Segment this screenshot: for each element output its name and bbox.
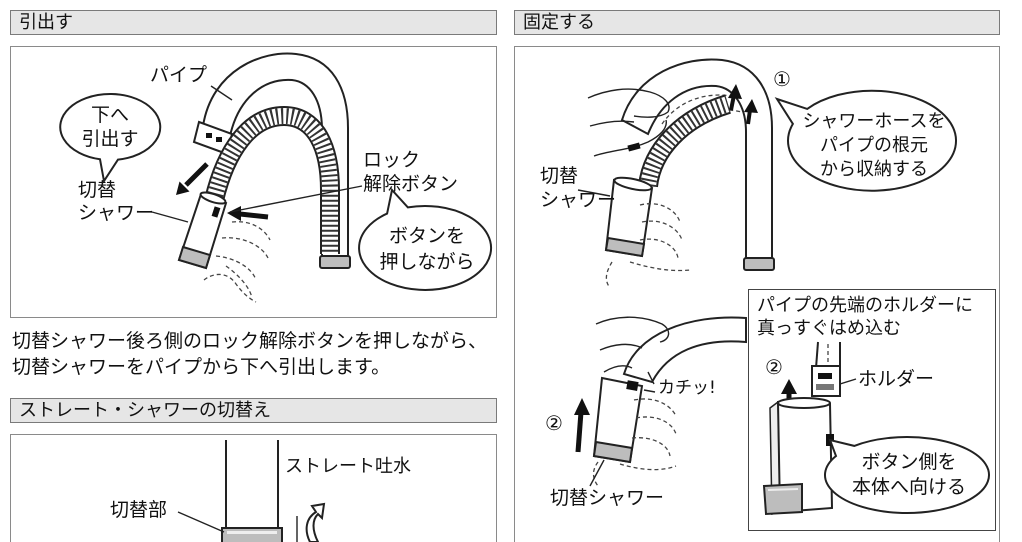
switch-mode-figure-box <box>10 434 497 542</box>
holder-inset-box <box>748 289 996 531</box>
pull-out-title: 引出す <box>19 12 73 33</box>
switch-mode-header: ストレート・シャワーの切替え <box>10 398 497 423</box>
fix-header: 固定する <box>514 10 1000 35</box>
pull-out-description-line-1: 切替シャワー後ろ側のロック解除ボタンを押しながら、 <box>12 330 488 352</box>
pull-out-header: 引出す <box>10 10 497 35</box>
pull-out-description-line-2: 切替シャワーをパイプから下へ引出します。 <box>12 356 391 378</box>
pull-out-figure-box <box>10 46 497 318</box>
switch-mode-title: ストレート・シャワーの切替え <box>19 400 271 421</box>
fix-title: 固定する <box>523 12 595 33</box>
